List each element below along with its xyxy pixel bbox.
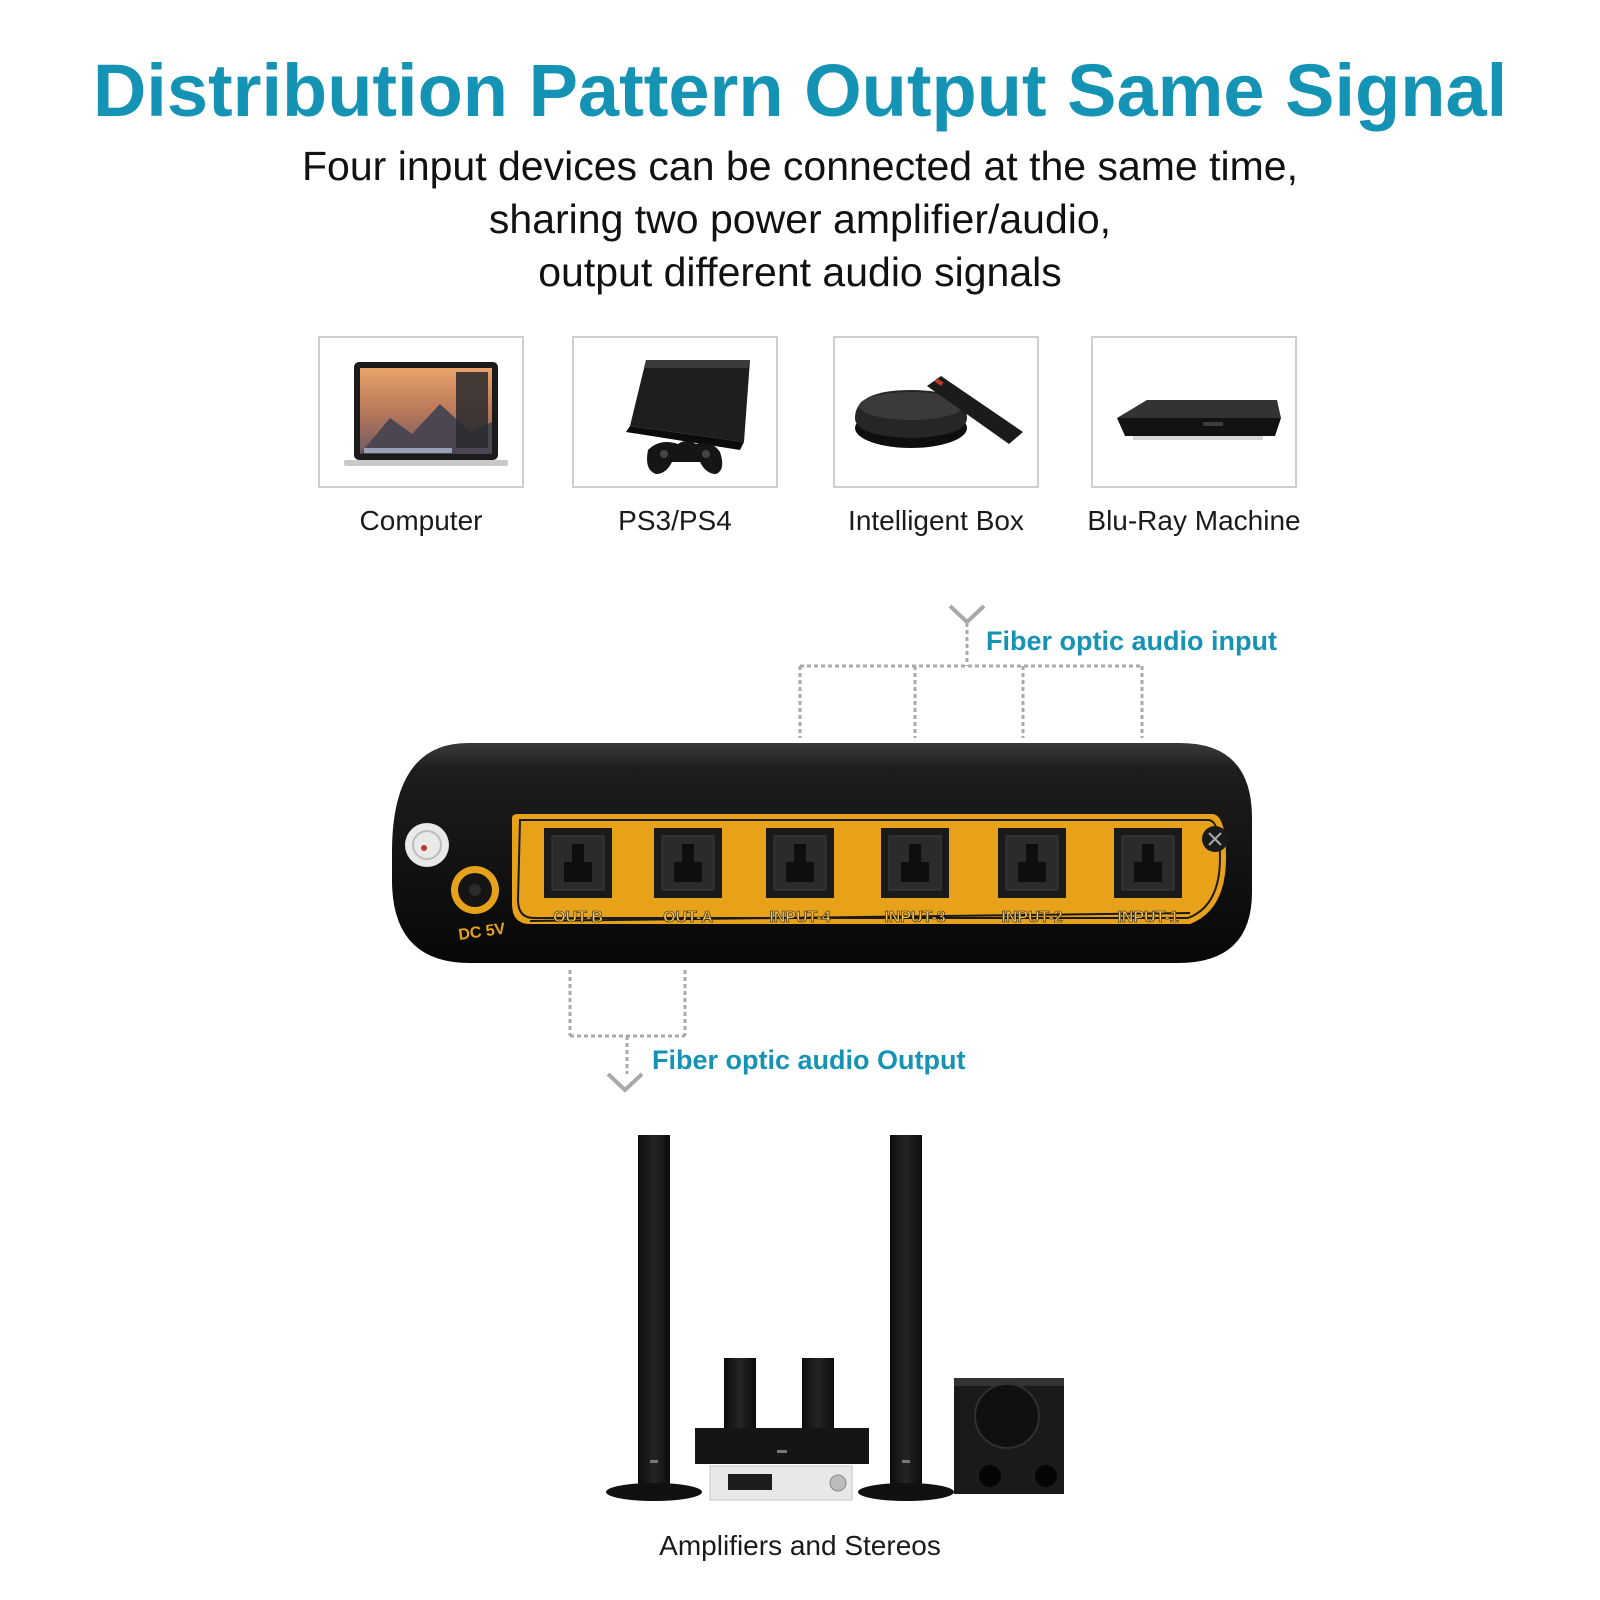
tv-box-icon: [855, 376, 1023, 448]
device-tile-ps3: [572, 336, 778, 488]
optical-ports: OUT-B OUT-A INPUT-4 INPUT-3 INPUT-2 INPUT-1: [544, 828, 1182, 926]
warranty-sticker-icon: [405, 823, 449, 867]
home-theater-speakers-icon: [606, 1135, 1064, 1501]
optical-switch-device: DC 5V OUT-B OUT-A INPUT-4 INPUT-3 INPUT-2 INP…: [392, 743, 1252, 963]
game-console-icon: [626, 360, 750, 474]
output-callout: Fiber optic audio Output: [652, 1045, 966, 1075]
port-label-input-3: INPUT-3: [884, 909, 945, 926]
port-label-input-1: INPUT-1: [1117, 909, 1178, 926]
subtitle-line: sharing two power amplifier/audio,: [488, 196, 1112, 242]
optical-port-out-b: [544, 828, 612, 898]
input-connector-lines: [798, 623, 1144, 738]
subtitle-line: Four input devices can be connected at t…: [302, 143, 1298, 189]
device-label-ps3: PS3/PS4: [618, 505, 732, 536]
subtitle: Four input devices can be connected at t…: [0, 140, 1600, 299]
output-connector-lines: [568, 970, 687, 1074]
dc-power-jack: [451, 866, 499, 914]
page-title: Distribution Pattern Output Same Signal: [92, 49, 1508, 132]
port-label-input-4: INPUT-4: [769, 909, 830, 926]
laptop-icon: [344, 362, 508, 466]
input-arrow-icon: [948, 604, 986, 625]
input-callout: Fiber optic audio input: [986, 626, 1277, 656]
optical-port-input-3: [881, 828, 949, 898]
device-tile-blu-ray: [1091, 336, 1297, 488]
screw-icon: [1202, 826, 1228, 852]
optical-port-input-1: [1114, 828, 1182, 898]
device-tile-computer: [318, 336, 524, 488]
power-label: DC 5V: [457, 921, 506, 944]
optical-port-input-4: [766, 828, 834, 898]
device-label-blu-ray: Blu-Ray Machine: [1087, 505, 1301, 536]
output-arrow-icon: [606, 1072, 644, 1093]
optical-port-input-2: [998, 828, 1066, 898]
device-tile-tv-box: [833, 336, 1039, 488]
device-label-computer: Computer: [359, 505, 483, 536]
port-label-out-b: OUT-B: [553, 909, 603, 926]
optical-port-out-a: [654, 828, 722, 898]
device-label-tv-box: Intelligent Box: [848, 505, 1024, 536]
output-devices-label: Amplifiers and Stereos: [659, 1530, 941, 1561]
subtitle-line: output different audio signals: [538, 249, 1062, 295]
blu-ray-player-icon: [1117, 400, 1281, 440]
port-label-out-a: OUT-A: [663, 909, 713, 926]
port-label-input-2: INPUT-2: [1001, 909, 1062, 926]
